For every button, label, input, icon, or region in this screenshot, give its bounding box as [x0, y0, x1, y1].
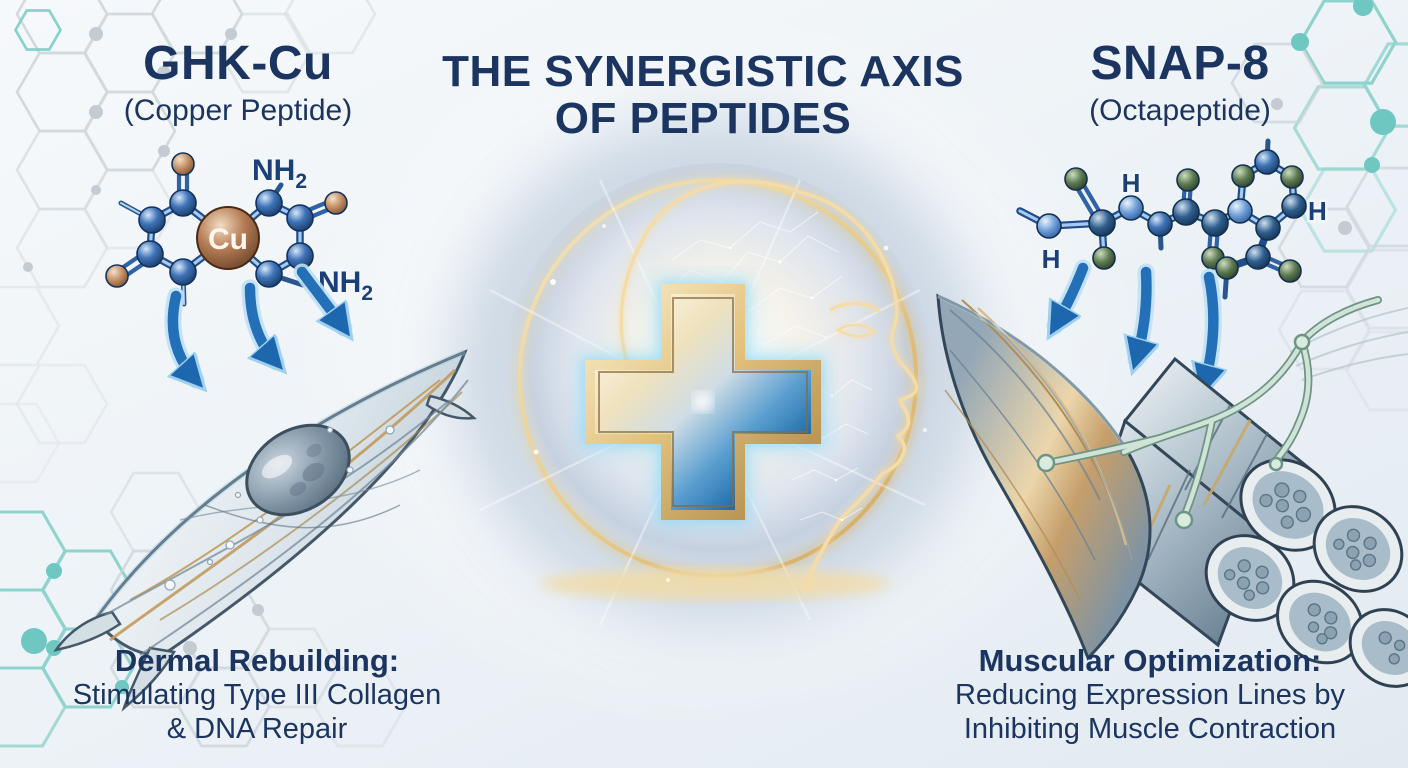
plus-symbol: [577, 172, 829, 635]
right-caption-line3: Inhibiting Muscle Contraction: [963, 712, 1337, 745]
right-peptide-subtitle: (Octapeptide): [1089, 94, 1271, 127]
left-peptide-subtitle: (Copper Peptide): [123, 94, 353, 127]
ground-glow: [540, 568, 890, 600]
ghkcu-molecule: Cu NH2 NH2: [105, 152, 376, 308]
collagen-arrows: [164, 263, 344, 380]
left-caption-heading: Dermal Rebuilding:: [114, 643, 400, 678]
right-caption: Muscular Optimization: Reducing Expressi…: [910, 643, 1390, 747]
right-caption-heading: Muscular Optimization:: [978, 643, 1322, 678]
left-peptide-header: GHK-Cu (Copper Peptide): [124, 40, 352, 128]
arrow-down-icon: [1136, 266, 1146, 360]
muscle-belly: [936, 293, 1152, 661]
collagen-fibers: [104, 368, 469, 656]
left-peptide-name: GHK-Cu: [143, 37, 333, 90]
h-label: H: [1308, 196, 1327, 226]
background-hexagon-pattern: [0, 0, 1408, 748]
muscle-striations: [937, 294, 1133, 601]
h-label: H: [1042, 244, 1061, 274]
h-label: H: [1122, 168, 1141, 198]
right-caption-line2: Reducing Expression Lines by: [954, 678, 1346, 711]
nh2-top-label: NH2: [252, 154, 307, 193]
left-caption-line2: Stimulating Type III Collagen: [72, 678, 442, 711]
fibroblast-cell: [53, 349, 477, 712]
sparkles: [533, 224, 927, 582]
arrow-down-icon: [1204, 271, 1213, 386]
cu-label: Cu: [208, 223, 248, 256]
fascicle-cross-sections: [1204, 458, 1408, 688]
snap8-molecule: H H H: [1016, 138, 1329, 300]
right-peptide-name: SNAP-8: [1090, 37, 1270, 90]
arrow-down-icon: [296, 266, 344, 328]
muscle-fiber-illustration: [936, 293, 1408, 688]
left-caption: Dermal Rebuilding: Stimulating Type III …: [17, 643, 497, 747]
cell-nucleus: [245, 423, 351, 517]
arrow-down-icon: [173, 290, 196, 380]
arrow-down-icon: [244, 282, 276, 362]
cytoplasm-vesicles: [164, 425, 395, 591]
muscle-arrows: [1046, 259, 1213, 386]
left-caption-line3: & DNA Repair: [166, 712, 348, 745]
right-peptide-header: SNAP-8 (Octapeptide): [1089, 40, 1271, 128]
main-title-line2: OF PEPTIDES: [554, 94, 852, 144]
main-title: THE SYNERGISTIC AXIS OF PEPTIDES: [393, 48, 1013, 142]
nerve-branches: [1036, 296, 1382, 530]
main-title-line1: THE SYNERGISTIC AXIS: [442, 47, 964, 96]
copper-atom: [196, 206, 260, 270]
arrow-down-icon: [1055, 262, 1089, 326]
